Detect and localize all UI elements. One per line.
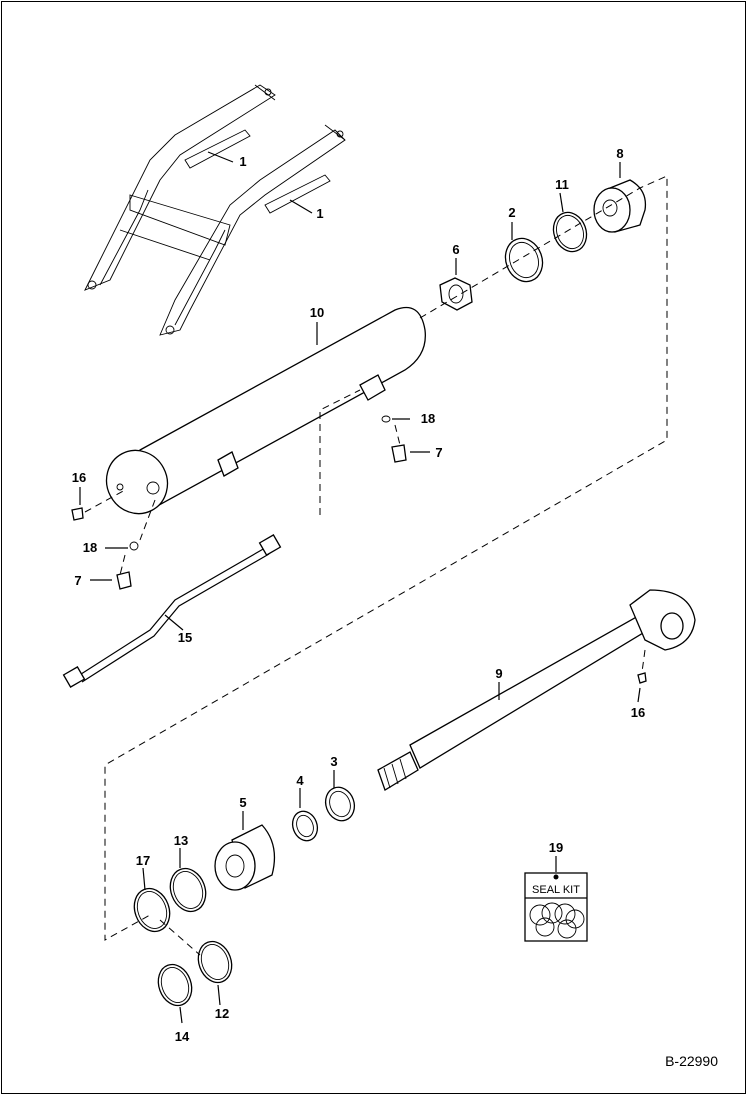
- seal-3: [324, 786, 356, 822]
- cylinder-barrel: [105, 306, 426, 515]
- callout-6: 6: [452, 242, 459, 257]
- callout-17: 17: [136, 853, 150, 868]
- hydraulic-tube: [62, 534, 282, 688]
- callout-7b: 7: [74, 573, 81, 588]
- callout-13: 13: [174, 833, 188, 848]
- callout-18a: 18: [421, 411, 435, 426]
- callout-4: 4: [296, 773, 304, 788]
- o-ring-18-lower: [129, 541, 139, 551]
- seal-4: [291, 810, 319, 842]
- gland-8: [593, 179, 647, 233]
- seal-kit-label: SEAL KIT: [532, 884, 580, 896]
- assembly-lines: [84, 175, 668, 956]
- callout-18b: 18: [83, 540, 97, 555]
- callout-1b: 1: [316, 206, 323, 221]
- fitting-7-lower: [116, 571, 132, 590]
- callout-19: 19: [549, 840, 563, 855]
- seal-kit-box: SEAL KIT: [524, 872, 588, 942]
- cylinder-rod: [377, 589, 696, 791]
- piston-5: [214, 824, 276, 891]
- callout-12: 12: [215, 1006, 229, 1021]
- callout-1a: 1: [239, 154, 246, 169]
- ring-17: [133, 887, 171, 933]
- callout-3: 3: [330, 754, 337, 769]
- ring-13: [169, 867, 207, 913]
- grease-fitting-16-lower: [637, 672, 647, 684]
- callout-5: 5: [239, 795, 246, 810]
- leader-lines: [79, 151, 641, 1024]
- callout-10: 10: [310, 305, 324, 320]
- callout-labels: 1 1 2 3 4 5 6 7 7 8 9 10 11 12 13 14 15 …: [72, 146, 645, 1044]
- callout-8: 8: [616, 146, 623, 161]
- callout-7a: 7: [435, 445, 442, 460]
- callout-15: 15: [178, 630, 192, 645]
- o-ring-11: [552, 211, 588, 253]
- ring-12: [197, 940, 233, 984]
- head-nut-6: [439, 277, 473, 311]
- callout-16a: 16: [72, 470, 86, 485]
- callout-2: 2: [508, 205, 515, 220]
- o-ring-18-upper: [381, 415, 391, 423]
- callout-11: 11: [555, 177, 569, 192]
- grease-fitting-16-upper: [71, 507, 84, 521]
- drawing-reference: B-22990: [665, 1053, 718, 1069]
- callout-14: 14: [175, 1029, 190, 1044]
- fitting-7-upper: [391, 444, 407, 463]
- lift-arm-frame: [84, 84, 346, 336]
- callout-9: 9: [495, 666, 502, 681]
- callout-16b: 16: [631, 705, 645, 720]
- ring-14: [157, 963, 193, 1007]
- snap-ring-2: [504, 237, 544, 283]
